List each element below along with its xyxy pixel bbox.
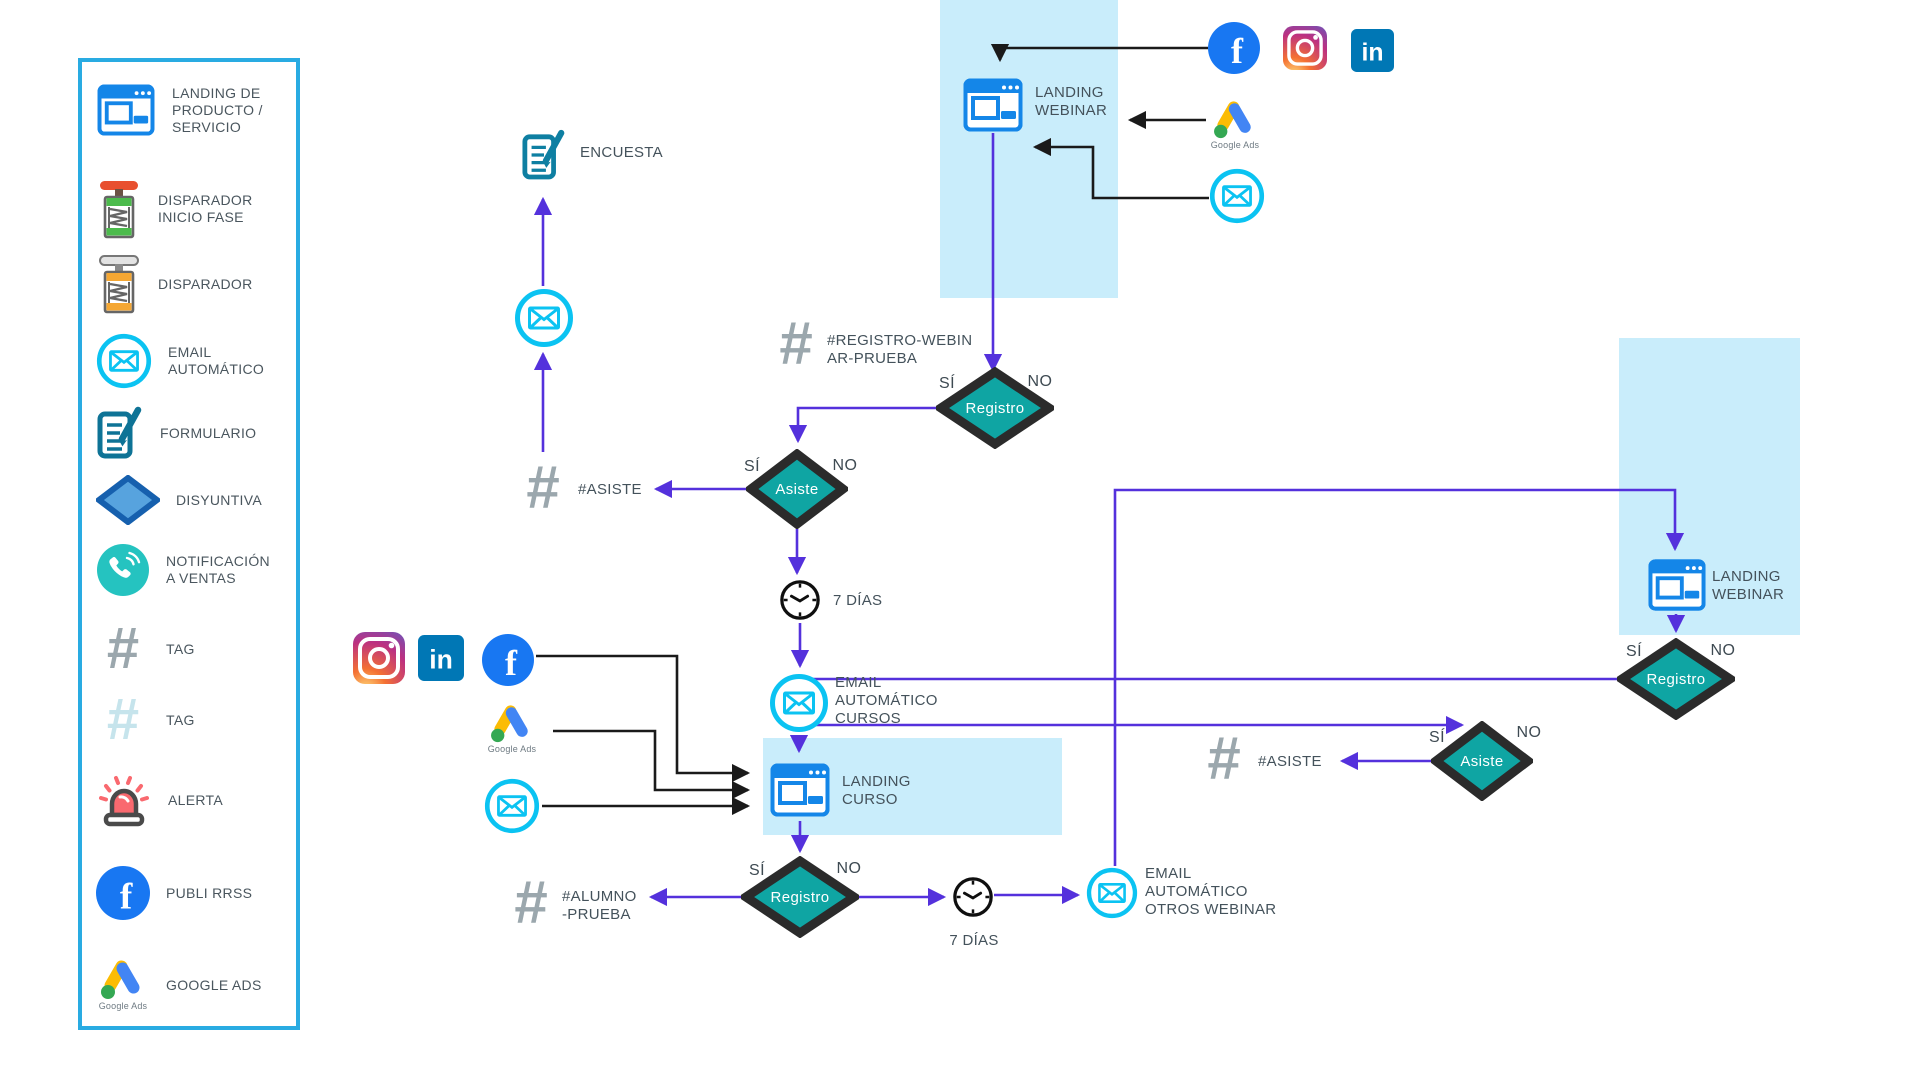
svg-text:f: f <box>505 643 518 683</box>
landing-webinar-right-label: LANDING WEBINAR <box>1712 568 1785 603</box>
sales-phone-icon <box>96 543 150 597</box>
decision-yes-label: SÍ <box>743 458 761 475</box>
hashtag-icon[interactable]: # <box>1207 724 1241 792</box>
decision-no-label: NO <box>1516 724 1542 741</box>
legend-item-tag[interactable]: # TAG <box>96 616 286 681</box>
survey-form-icon[interactable] <box>522 128 566 182</box>
decision-no-label: NO <box>836 860 862 877</box>
decision-registro-top[interactable]: Registro <box>936 367 1054 449</box>
landing-webinar-top-label: LANDING WEBINAR <box>1035 84 1108 119</box>
legend-item-disyuntiva[interactable]: DISYUNTIVA <box>96 475 286 525</box>
legend-item-formulario[interactable]: FORMULARIO <box>96 406 286 460</box>
tag-registro-webinar-label: #REGISTRO-WEBIN AR-PRUEBA <box>827 332 973 367</box>
diamond-shape <box>936 367 1054 449</box>
legend-item-publi-rrss[interactable]: f PUBLI RRSS <box>96 866 286 920</box>
svg-text:in: in <box>429 645 453 675</box>
legend-item-landing[interactable]: LANDING DE PRODUCTO / SERVICIO <box>96 84 286 136</box>
legend-item-notificacion[interactable]: NOTIFICACIÓN A VENTAS <box>96 543 286 597</box>
legend-item-label: TAG <box>166 711 195 728</box>
google-ads-icon: Google Ads <box>96 959 150 1011</box>
connector-emailotros-landingwebinar2 <box>1113 488 1685 866</box>
diamond-shape <box>741 856 859 938</box>
facebook-icon[interactable]: f <box>1208 22 1260 74</box>
tag-alumno-label: #ALUMNO -PRUEBA <box>562 888 637 923</box>
legend-item-label: LANDING DE PRODUCTO / SERVICIO <box>172 84 263 135</box>
instagram-icon[interactable] <box>353 632 405 684</box>
google-ads-icon[interactable]: Google Ads <box>1209 100 1261 150</box>
detonator-phase-icon <box>96 179 142 239</box>
facebook-icon[interactable]: f <box>482 634 534 686</box>
decision-no-label: NO <box>1027 373 1053 390</box>
legend-item-label: DISPARADOR <box>158 275 253 292</box>
email-cursos-icon[interactable] <box>769 673 829 733</box>
google-ads-icon[interactable]: Google Ads <box>486 704 538 754</box>
disjunction-diamond-icon <box>96 475 160 525</box>
hashtag-light-icon: # <box>106 687 140 752</box>
facebook-icon: f <box>96 866 150 920</box>
detonator-icon <box>96 254 142 314</box>
clock-icon[interactable] <box>952 876 994 918</box>
decision-yes-label: SÍ <box>748 862 766 879</box>
legend-item-tag-light[interactable]: # TAG <box>96 687 286 752</box>
alert-siren-icon <box>96 772 152 828</box>
hashtag-icon[interactable]: # <box>779 309 813 377</box>
legend-item-label: DISPARADOR INICIO FASE <box>158 192 253 225</box>
diamond-shape <box>746 449 848 529</box>
hashtag-icon[interactable]: # <box>514 868 548 936</box>
clock-bottom-label: 7 DÍAS <box>949 932 999 949</box>
email-otros-icon[interactable] <box>1086 867 1138 919</box>
hashtag-icon[interactable]: # <box>526 453 560 521</box>
legend-item-label: GOOGLE ADS <box>166 976 262 993</box>
legend-item-alerta[interactable]: ALERTA <box>96 772 286 828</box>
landing-page-icon <box>96 84 156 136</box>
legend-item-label: ALERTA <box>168 791 223 808</box>
landing-curso-icon[interactable] <box>770 762 830 818</box>
decision-yes-label: SÍ <box>938 375 956 392</box>
email-icon <box>96 333 152 389</box>
decision-no-label: NO <box>832 457 858 474</box>
clock-top-label: 7 DÍAS <box>833 592 883 609</box>
decision-yes-label: SÍ <box>1428 729 1446 746</box>
decision-yes-label: SÍ <box>1625 643 1643 660</box>
legend-item-label: TAG <box>166 640 195 657</box>
tag-asiste-right-label: #ASISTE <box>1258 753 1322 770</box>
encuesta-label: ENCUESTA <box>580 144 663 161</box>
connector-facebook-landingcurso <box>536 654 751 783</box>
landing-webinar-top-icon[interactable] <box>963 78 1023 132</box>
hashtag-icon: # <box>106 616 140 681</box>
svg-text:f: f <box>1231 31 1244 71</box>
decision-no-label: NO <box>1710 642 1736 659</box>
email-icon[interactable] <box>1209 168 1265 224</box>
form-icon <box>96 406 144 460</box>
decision-registro-curso[interactable]: Registro <box>741 856 859 938</box>
linkedin-icon[interactable]: in <box>1351 29 1394 72</box>
svg-text:in: in <box>1361 39 1383 66</box>
legend-item-disparador-inicio[interactable]: DISPARADOR INICIO FASE <box>96 179 286 239</box>
landing-webinar-right-icon[interactable] <box>1648 558 1706 612</box>
legend-item-label: DISYUNTIVA <box>176 491 262 508</box>
linkedin-icon[interactable]: in <box>418 635 464 681</box>
legend-item-label: PUBLI RRSS <box>166 884 253 901</box>
legend-panel: LANDING DE PRODUCTO / SERVICIO DISPARADO… <box>78 58 300 1030</box>
legend-item-google-ads[interactable]: Google Ads GOOGLE ADS <box>96 959 286 1011</box>
email-icon[interactable] <box>484 778 540 834</box>
email-otros-label: EMAIL AUTOMÁTICO OTROS WEBINAR <box>1145 865 1277 918</box>
landing-curso-label: LANDING CURSO <box>842 773 911 808</box>
legend-item-label: FORMULARIO <box>160 424 257 441</box>
legend-item-label: NOTIFICACIÓN A VENTAS <box>166 553 270 586</box>
tag-asiste-left-label: #ASISTE <box>578 481 642 498</box>
instagram-icon[interactable] <box>1283 26 1327 70</box>
connector-registro-si-asiste <box>788 406 940 444</box>
email-cursos-label: EMAIL AUTOMÁTICO CURSOS <box>835 674 938 727</box>
email-icon[interactable] <box>514 288 574 348</box>
legend-item-disparador[interactable]: DISPARADOR <box>96 254 286 314</box>
decision-asiste-left[interactable]: Asiste <box>746 449 848 529</box>
legend-item-email[interactable]: EMAIL AUTOMÁTICO <box>96 333 286 389</box>
connector-googleads-landingcurso <box>553 729 751 800</box>
clock-icon[interactable] <box>779 579 821 621</box>
legend-item-label: EMAIL AUTOMÁTICO <box>168 344 265 377</box>
svg-text:f: f <box>120 877 133 918</box>
highlight-box-webinar-top <box>940 0 1118 298</box>
